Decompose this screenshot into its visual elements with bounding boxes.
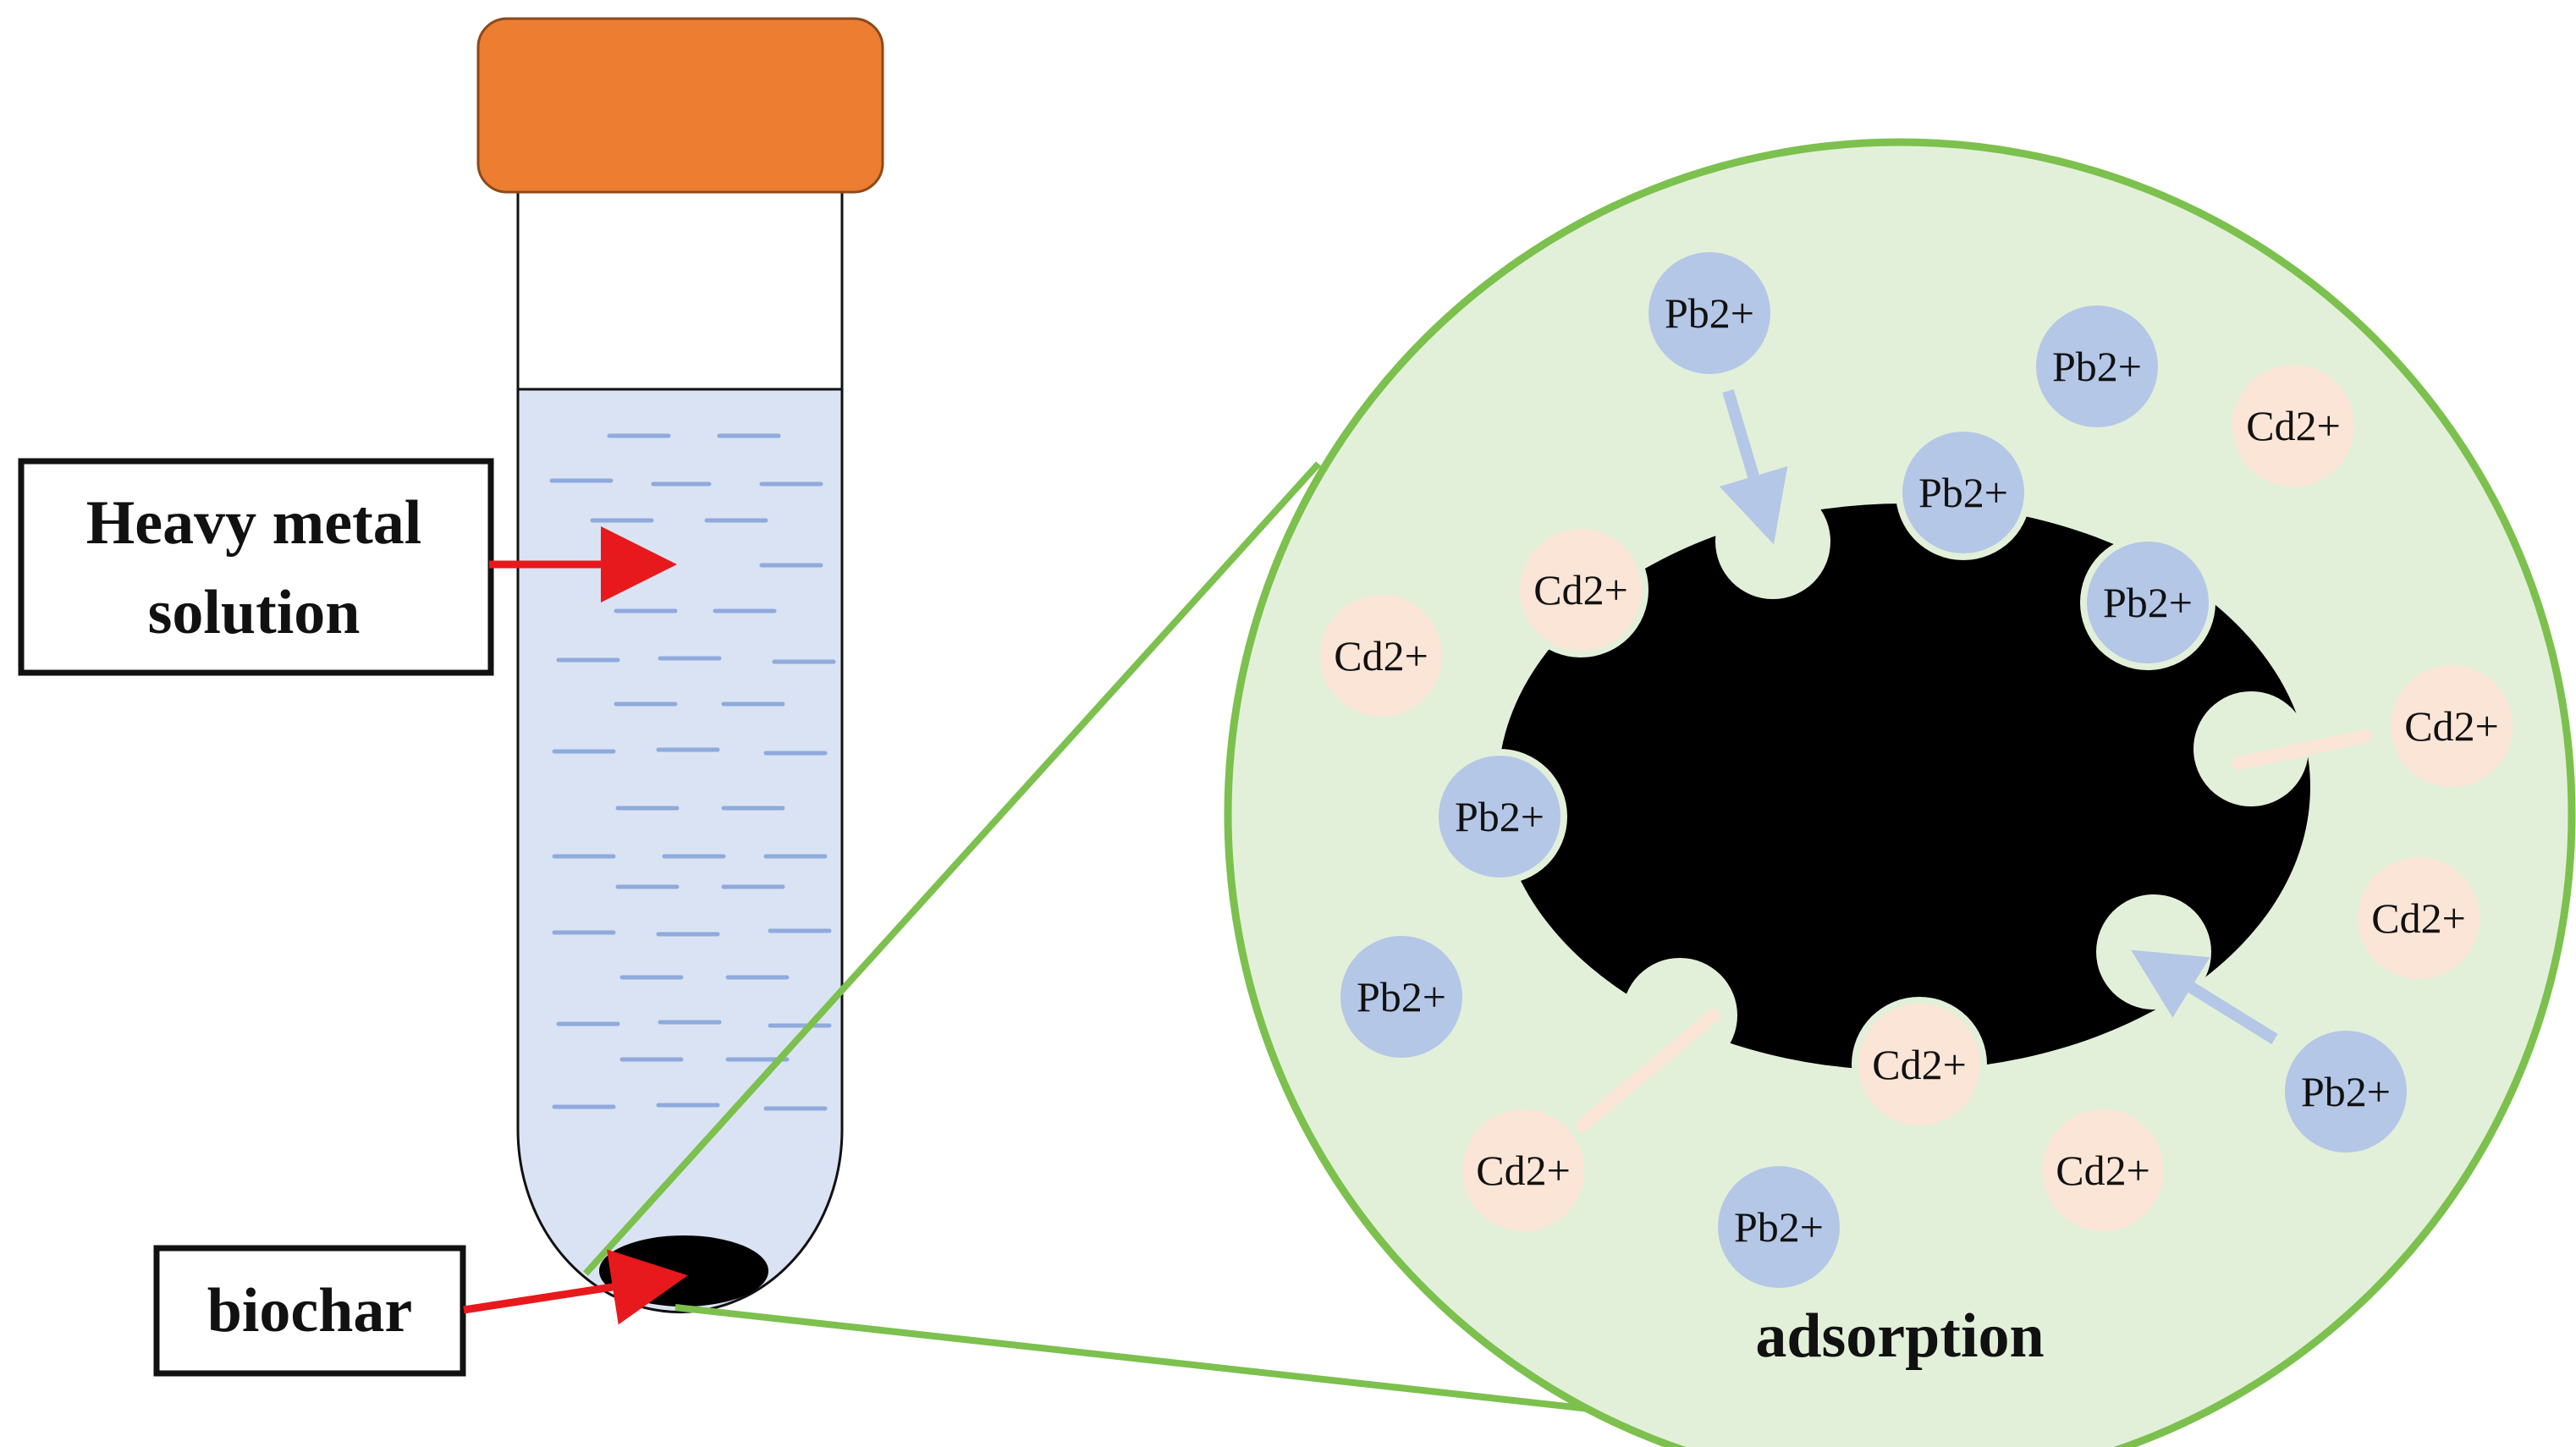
ion-label: Cd2+ (2404, 702, 2499, 750)
cd-ion: Cd2+ (1320, 595, 1442, 717)
ion-label: Cd2+ (2371, 894, 2466, 942)
cd-ion: Cd2+ (1858, 1004, 1980, 1125)
ion-label: Pb2+ (1918, 469, 2008, 516)
cd-migration-arrow (1576, 1009, 1720, 1132)
pb-ion: Pb2+ (1649, 252, 1770, 374)
biochar-label: biochar (153, 1245, 688, 1377)
ion-label: Cd2+ (2246, 402, 2341, 449)
pb-ion: Pb2+ (2285, 1031, 2407, 1153)
pb-ion: Pb2+ (2036, 305, 2158, 427)
ion-circle (2358, 857, 2480, 979)
ion-label: Cd2+ (2056, 1147, 2150, 1194)
ion-label: Pb2+ (1734, 1203, 1824, 1251)
biochar-sample (599, 1235, 768, 1307)
ion-label: Pb2+ (1455, 793, 1544, 840)
ion-circle (1320, 595, 1442, 717)
ion-label: Cd2+ (1533, 566, 1628, 613)
cd-ion: Cd2+ (2232, 365, 2354, 487)
cd-migration-arrow (2232, 729, 2372, 770)
ion-label: Cd2+ (1872, 1041, 1967, 1088)
pore (1715, 484, 1830, 599)
ion-label: Cd2+ (1476, 1147, 1571, 1194)
test-tube (476, 17, 884, 1314)
ion-label: Pb2+ (1357, 973, 1446, 1021)
ion-circle (1902, 432, 2024, 553)
ion-label: Cd2+ (1334, 632, 1428, 679)
tube-cap (476, 17, 884, 194)
ion-circle (1340, 936, 1462, 1058)
adsorption-label: adsorption (1755, 1301, 2044, 1371)
cd-ion: Cd2+ (2358, 857, 2480, 979)
ion-circle (2232, 365, 2354, 487)
ion-label: Pb2+ (2301, 1068, 2391, 1115)
pb-ion: Pb2+ (2087, 542, 2209, 663)
ion-label: Pb2+ (1665, 289, 1754, 337)
ion-circle (2036, 305, 2158, 427)
ion-circle (2391, 665, 2513, 787)
pore (1622, 958, 1737, 1073)
biochar-label-box (153, 1245, 466, 1377)
solution-label-line1: Heavy metal (86, 488, 422, 558)
ion-label: Pb2+ (2052, 343, 2142, 390)
cd-ion: Cd2+ (1462, 1109, 1584, 1231)
ion-label: Pb2+ (2103, 579, 2193, 626)
solution-label-line2: solution (148, 578, 361, 647)
zoom-line-top (583, 461, 1321, 1276)
biochar-label-text: biochar (207, 1276, 413, 1345)
zoom-view: Pb2+ Pb2+ Cd2+ Pb2+ Cd2+ Pb2+ Cd2+ Cd2+ Pb2+ Cd2+… (1224, 138, 2576, 1447)
pore (2193, 691, 2309, 806)
ion-circle (1520, 529, 1642, 651)
solution-label: Heavy metal solution (18, 458, 677, 676)
pb-migration-arrow (1719, 389, 1788, 545)
ion-circle (1462, 1109, 1584, 1231)
zoom-line-bottom (674, 1304, 1736, 1428)
biochar-pointer-arrow (463, 1249, 688, 1325)
ion-circle (2087, 542, 2209, 663)
pb-ion: Pb2+ (1439, 756, 1560, 878)
ion-circle (2285, 1031, 2407, 1153)
pb-migration-arrow (2131, 949, 2278, 1044)
cd-ion: Cd2+ (2391, 665, 2513, 787)
ion-circle (2042, 1109, 2164, 1231)
ions: Pb2+ Pb2+ Cd2+ Pb2+ Cd2+ Pb2+ Cd2+ Cd2+ Pb2+ Cd2+… (1320, 252, 2513, 1288)
pb-ion: Pb2+ (1340, 936, 1462, 1058)
cd-ion: Cd2+ (2042, 1109, 2164, 1231)
ion-circle (1649, 252, 1770, 374)
pb-ion: Pb2+ (1902, 432, 2024, 553)
ion-circle (1718, 1166, 1840, 1288)
pb-ion: Pb2+ (1718, 1166, 1840, 1288)
ion-circle (1439, 756, 1560, 878)
cd-ion: Cd2+ (1520, 529, 1642, 651)
ion-circle (1858, 1004, 1980, 1125)
